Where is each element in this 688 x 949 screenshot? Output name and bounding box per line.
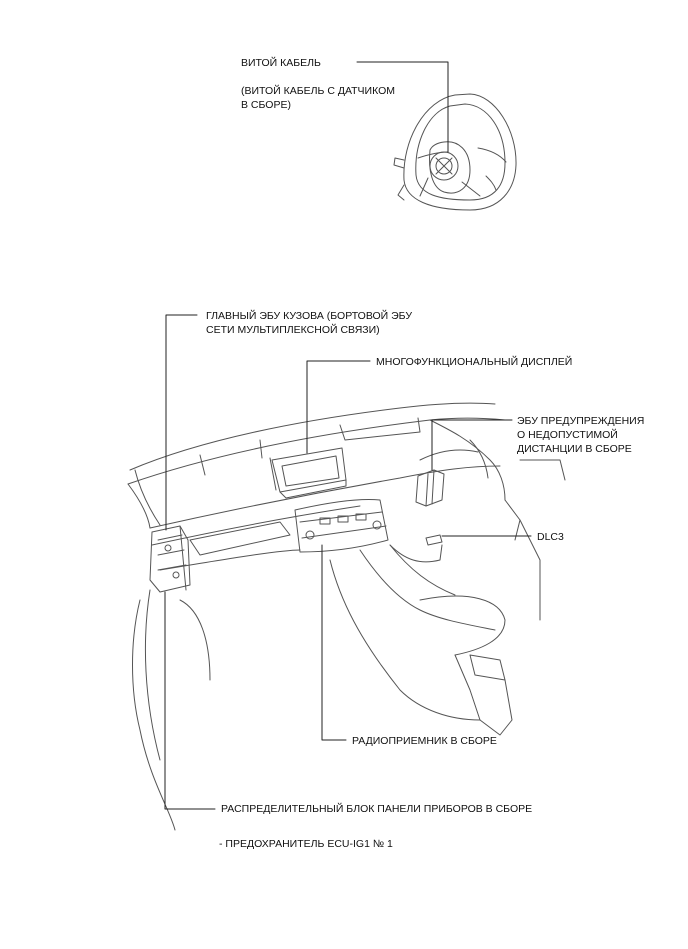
- dlc3-label: DLC3: [537, 531, 564, 543]
- multi-display-label: МНОГОФУНКЦИОНАЛЬНЫЙ ДИСПЛЕЙ: [376, 356, 573, 368]
- distance-ecu-label-3: ДИСТАНЦИИ В СБОРЕ: [517, 443, 632, 455]
- steering-wheel-drawing: [393, 93, 517, 211]
- fuse-label: - ПРЕДОХРАНИТЕЛЬ ECU-IG1 № 1: [219, 838, 393, 850]
- body-ecu-label: ГЛАВНЫЙ ЭБУ КУЗОВА (БОРТОВОЙ ЭБУ: [206, 310, 412, 322]
- junction-block-label: РАСПРЕДЕЛИТЕЛЬНЫЙ БЛОК ПАНЕЛИ ПРИБОРОВ В…: [221, 803, 533, 815]
- spiral-cable-sublabel: (ВИТОЙ КАБЕЛЬ С ДАТЧИКОМ: [241, 85, 395, 97]
- distance-ecu-label-2: О НЕДОПУСТИМОЙ: [517, 429, 618, 441]
- distance-ecu-label: ЭБУ ПРЕДУПРЕЖДЕНИЯ: [517, 415, 645, 427]
- radio-label: РАДИОПРИЕМНИК В СБОРЕ: [352, 735, 497, 747]
- spiral-cable-label: ВИТОЙ КАБЕЛЬ: [241, 57, 321, 69]
- spiral-cable-sublabel-2: В СБОРЕ): [241, 99, 291, 111]
- dashboard-drawing: [127, 402, 566, 831]
- body-ecu-label-2: СЕТИ МУЛЬТИПЛЕКСНОЙ СВЯЗИ): [206, 324, 380, 336]
- leader-lines: [164, 61, 532, 810]
